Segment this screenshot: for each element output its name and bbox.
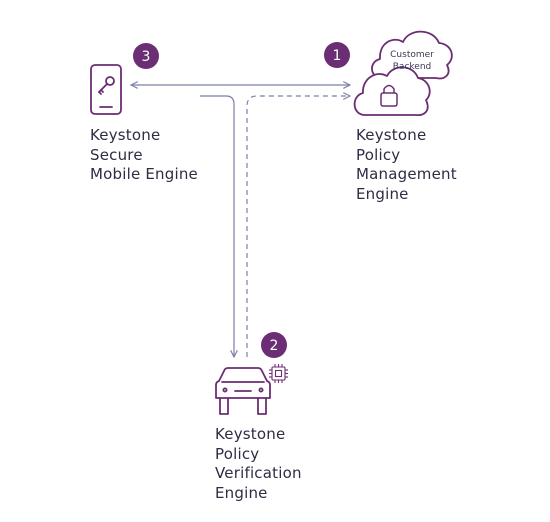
lock-icon (380, 84, 398, 107)
verification-label-line: Verification (215, 464, 302, 482)
step-badge-1-label: 1 (333, 48, 342, 64)
policy-management-engine-label: Keystone Policy Management Engine (356, 126, 457, 204)
car-to-cloud-dashed-connector (246, 96, 350, 357)
mobile-engine-label: Keystone Secure Mobile Engine (90, 126, 198, 185)
step-badge-1 (324, 42, 350, 68)
cloud-to-car-solid-connector (200, 95, 234, 357)
cloud-label-line-1: Customer (390, 50, 434, 60)
mobile-label-line: Mobile Engine (90, 165, 198, 183)
chip-icon (269, 364, 288, 383)
cloud-lock-icon (353, 66, 431, 116)
step-badge-2 (261, 332, 287, 358)
phone-key-icon (90, 64, 122, 115)
verification-engine-label: Keystone Policy Verification Engine (215, 425, 302, 503)
policy-management-label-line: Engine (356, 184, 409, 203)
step-badge-2-label: 2 (270, 338, 279, 354)
customer-backend-cloud-icon (371, 30, 453, 80)
verification-label-line: Keystone (215, 425, 286, 443)
verification-label-line: Policy (215, 444, 260, 463)
mobile-label-line: Secure (90, 145, 143, 164)
verification-label-line: Engine (215, 483, 268, 502)
cloud-label-line-2: Backend (393, 62, 431, 72)
mobile-label-line: Keystone (90, 126, 161, 144)
policy-management-label-line: Policy (356, 145, 401, 164)
car-icon (215, 367, 271, 415)
policy-management-label-line: Management (356, 165, 457, 183)
step-badge-3 (133, 43, 159, 69)
policy-management-label-line: Keystone (356, 126, 427, 144)
step-badge-3-label: 3 (142, 49, 151, 65)
